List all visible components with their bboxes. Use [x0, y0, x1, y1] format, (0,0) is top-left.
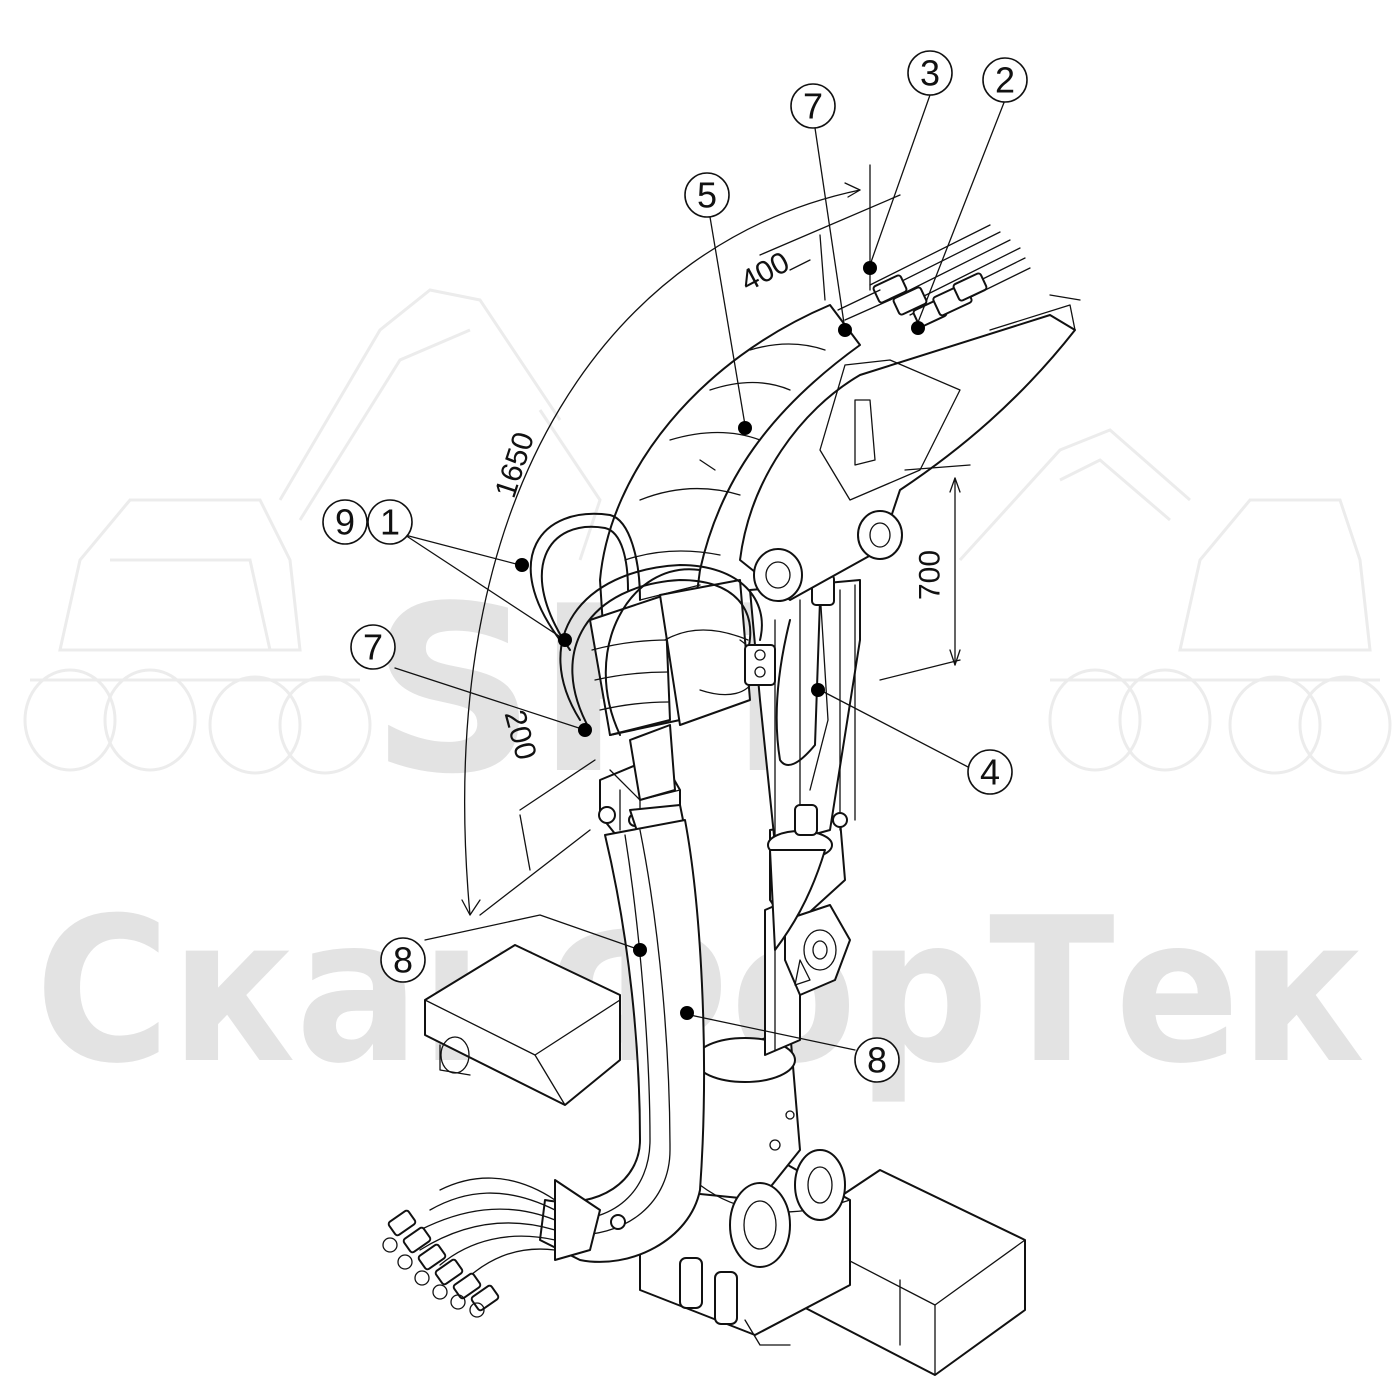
svg-text:4: 4 [980, 752, 1000, 793]
dot-3 [863, 261, 877, 275]
leader-lines [394, 94, 1006, 1051]
hose-end-fittings [382, 1177, 601, 1318]
boom-side-plate [739, 294, 1081, 602]
svg-text:7: 7 [363, 627, 383, 668]
watermark-machine-left [23, 288, 602, 775]
dimension-700-label: 700 [914, 550, 947, 600]
leader-3 [869, 94, 931, 266]
dimension-lines [461, 164, 971, 916]
callout-7-top: 7 [790, 83, 836, 129]
dimension-400-label: 400 [735, 246, 795, 299]
svg-text:5: 5 [697, 175, 717, 216]
arm-bracket-lower [784, 904, 851, 996]
lower-hose-pair [539, 819, 826, 1263]
dot-2 [911, 321, 925, 335]
callout-3: 3 [907, 50, 953, 96]
callouts: 2 3 7 5 9 1 7 4 [322, 50, 1028, 1083]
callout-9: 9 [322, 499, 368, 545]
top-hose-bundle [837, 224, 1031, 328]
leader-1 [404, 534, 566, 641]
machine-drawing: 400 1650 200 700 [382, 164, 1081, 1376]
leader-8-right [689, 1014, 856, 1051]
leader-dots [515, 261, 925, 1020]
callout-8-left: 8 [380, 937, 426, 983]
dimension-1650-label: 1650 [489, 428, 541, 502]
lift-cylinder [749, 574, 861, 860]
callout-2: 2 [982, 57, 1028, 103]
valve-block-left [598, 724, 686, 841]
dot-4 [811, 683, 825, 697]
svg-text:8: 8 [393, 940, 413, 981]
svg-text:1: 1 [380, 502, 400, 543]
dot-1 [558, 633, 572, 647]
callout-5: 5 [684, 172, 730, 218]
callout-4: 4 [967, 749, 1013, 795]
svg-text:8: 8 [867, 1040, 887, 1081]
callout-7-mid: 7 [350, 624, 396, 670]
watermark-machine-right [958, 428, 1392, 775]
dot-9 [515, 558, 529, 572]
dot-8-left [633, 943, 647, 957]
leader-5 [709, 216, 746, 426]
svg-text:9: 9 [335, 502, 355, 543]
loop-hoses [529, 512, 776, 736]
svg-text:2: 2 [995, 60, 1015, 101]
dot-7-top [838, 323, 852, 337]
leader-2 [914, 99, 1006, 331]
dot-8-right [680, 1006, 694, 1020]
leader-4 [819, 689, 971, 769]
leader-7-mid [394, 667, 586, 731]
leader-9 [404, 534, 521, 566]
svg-text:3: 3 [920, 53, 940, 94]
leader-7-top [814, 127, 846, 331]
dot-7-mid [578, 723, 592, 737]
callout-8-right: 8 [854, 1037, 900, 1083]
dot-5 [738, 421, 752, 435]
callout-1: 1 [367, 499, 413, 545]
boom-lower-section [589, 579, 751, 736]
leader-8-left [424, 914, 641, 951]
left-stand-plate [424, 944, 621, 1106]
svg-text:7: 7 [803, 86, 823, 127]
